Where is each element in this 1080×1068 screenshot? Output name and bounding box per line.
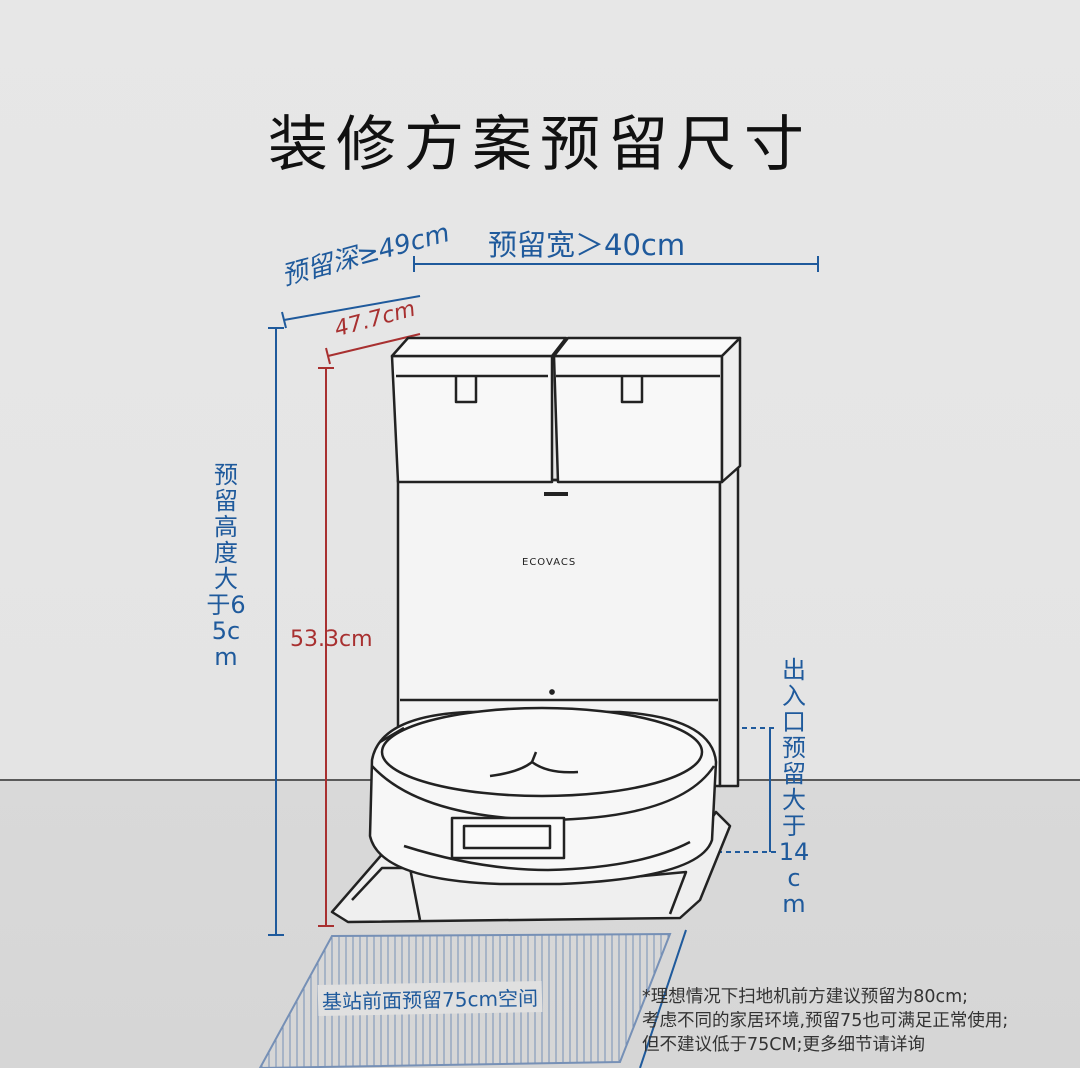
height-dimension	[268, 327, 284, 936]
device-height-label: 53.3cm	[290, 627, 373, 652]
width-dimension	[413, 256, 819, 272]
reserve-height-label: 预留高度大于65cm	[206, 461, 246, 671]
depth-dimension	[281, 295, 421, 329]
front-space-label: 基站前面预留75cm空间	[317, 981, 543, 1016]
page-title: 装修方案预留尺寸	[268, 110, 812, 180]
front-space-guide	[639, 929, 687, 1068]
reserve-width-label: 预留宽＞40cm	[488, 228, 686, 262]
brand-logo: ECOVACS	[522, 557, 577, 568]
device-depth-dimension	[325, 333, 421, 365]
exit-reserve-label: 出入口预留大于14cm	[778, 656, 810, 918]
base-station	[390, 336, 742, 788]
robot-vacuum	[330, 706, 732, 924]
footnote: *理想情况下扫地机前方建议预留为80cm; 考虑不同的家居环境,预留75也可满足…	[642, 987, 1009, 1055]
device-height-dimension	[318, 367, 334, 927]
